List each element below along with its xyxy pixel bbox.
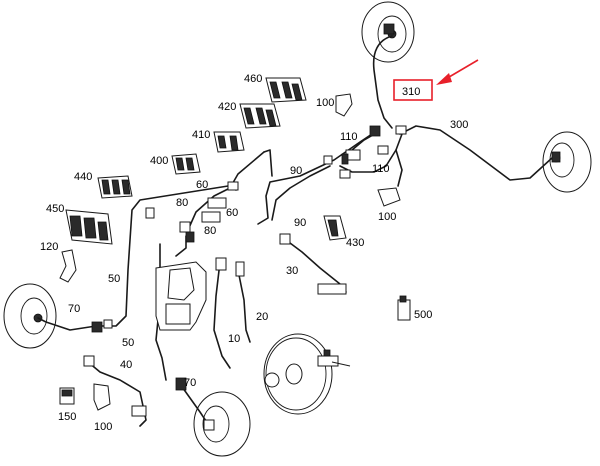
label-150[interactable]: 150	[58, 411, 76, 423]
label-450[interactable]: 450	[46, 203, 64, 215]
clip-420-icon	[239, 103, 281, 129]
label-410[interactable]: 410	[192, 129, 210, 141]
wheel-rear-left-icon	[193, 391, 251, 457]
clip-410-icon	[213, 131, 245, 153]
fittings	[83, 23, 561, 431]
label-500[interactable]: 500	[414, 309, 432, 321]
part-labels: 460 420 410 400 440 450 120 100 110 110 …	[40, 73, 468, 433]
brake-lines	[37, 35, 553, 427]
bracket-100-top-icon	[335, 93, 353, 117]
label-100-top[interactable]: 100	[316, 97, 334, 109]
clip-450-icon	[65, 209, 113, 245]
bracket-100-bot-icon	[93, 383, 111, 411]
label-80-b[interactable]: 80	[204, 225, 216, 237]
label-80-a[interactable]: 80	[176, 197, 188, 209]
bracket-100-mid-icon	[377, 187, 401, 207]
bracket-120-icon	[59, 249, 77, 283]
label-310[interactable]: 310	[402, 86, 420, 98]
label-400[interactable]: 400	[150, 155, 168, 167]
clip-460-icon	[265, 77, 307, 103]
label-50-a[interactable]: 50	[108, 273, 120, 285]
clip-400-icon	[171, 153, 201, 175]
label-430[interactable]: 430	[346, 237, 364, 249]
label-120[interactable]: 120	[40, 241, 58, 253]
highlight-box	[393, 79, 433, 101]
label-110-b[interactable]: 110	[372, 163, 390, 175]
label-90-b[interactable]: 90	[294, 217, 306, 229]
label-440[interactable]: 440	[74, 171, 92, 183]
label-70-b[interactable]: 70	[184, 377, 196, 389]
bracket-150-icon	[59, 387, 75, 405]
clip-440-icon	[97, 175, 133, 199]
label-40[interactable]: 40	[120, 359, 132, 371]
label-60-a[interactable]: 60	[196, 179, 208, 191]
label-100-bot[interactable]: 100	[94, 421, 112, 433]
label-100-mid[interactable]: 100	[378, 211, 396, 223]
label-10[interactable]: 10	[228, 333, 240, 345]
label-110-a[interactable]: 110	[340, 131, 358, 143]
label-300[interactable]: 300	[450, 119, 468, 131]
label-60-b[interactable]: 60	[226, 207, 238, 219]
connector-500-icon	[397, 295, 411, 321]
label-460[interactable]: 460	[244, 73, 262, 85]
label-50-b[interactable]: 50	[122, 337, 134, 349]
wheel-rear-right-icon	[542, 131, 592, 193]
abs-unit-icon	[155, 257, 245, 331]
label-70-a[interactable]: 70	[68, 303, 80, 315]
arrow-icon	[436, 59, 479, 85]
label-20[interactable]: 20	[256, 311, 268, 323]
label-30[interactable]: 30	[286, 265, 298, 277]
clip-430-icon	[323, 215, 347, 241]
wheel-front-left-icon	[3, 283, 57, 349]
label-90-a[interactable]: 90	[290, 165, 302, 177]
brake-booster-icon	[263, 333, 351, 415]
label-420[interactable]: 420	[218, 101, 236, 113]
